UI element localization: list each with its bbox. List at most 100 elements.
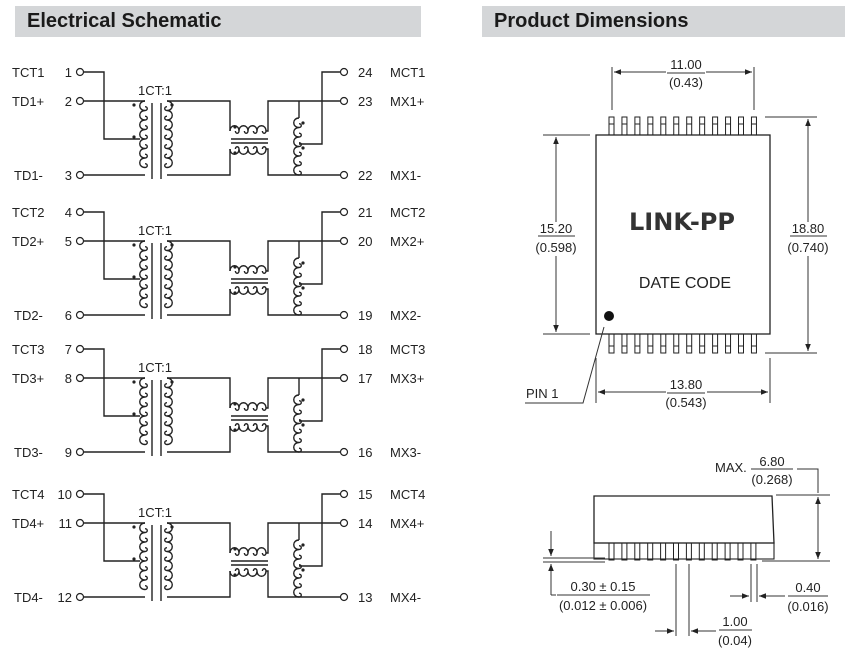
package-pin <box>725 116 732 136</box>
package-pin <box>725 333 732 354</box>
lead-width-mm: 0.40 <box>795 580 820 595</box>
package-pin <box>634 542 641 561</box>
coil-winding <box>164 377 173 446</box>
pin-terminal <box>339 67 349 77</box>
pin-name-right: MX2- <box>390 308 421 323</box>
polarity-dot <box>233 151 237 155</box>
pin-number-left: 8 <box>65 371 72 386</box>
pin1-leader <box>525 326 605 404</box>
coil-winding <box>293 257 302 316</box>
lead-span-mm: 11.00 <box>670 57 702 72</box>
choke-winding <box>229 265 267 274</box>
coil-winding <box>293 394 302 453</box>
pin-name-right: MX1- <box>390 168 421 183</box>
package-pin <box>647 116 654 136</box>
pin-number-left: 10 <box>58 487 72 502</box>
pin-name-left: TD1+ <box>12 94 44 109</box>
package-pin <box>660 333 667 354</box>
pin-name-right: MX4- <box>390 590 421 605</box>
pin-number-right: 21 <box>358 205 372 220</box>
polarity-dot <box>132 243 136 247</box>
polarity-dot <box>170 525 174 529</box>
pin1-dot <box>604 311 614 321</box>
electrical-schematic-header: Electrical Schematic <box>15 6 421 37</box>
polarity-dot <box>301 146 305 150</box>
choke-winding <box>229 125 267 134</box>
pin-name-right: MX2+ <box>390 234 424 249</box>
pin-name-right: MCT4 <box>390 487 425 502</box>
package-pin <box>673 542 679 561</box>
polarity-dot <box>233 125 237 129</box>
turns-ratio-label: 1CT:1 <box>138 83 172 98</box>
package-pin <box>712 333 719 354</box>
max-prefix: MAX. <box>715 460 747 475</box>
package-pin <box>698 542 705 561</box>
pin-terminal <box>75 170 85 180</box>
package-pin <box>647 333 654 354</box>
pin-terminal <box>75 447 85 457</box>
choke-winding <box>229 547 267 556</box>
lead-width-in: (0.016) <box>787 599 828 614</box>
pin-name-left: TCT3 <box>12 342 45 357</box>
pitch-in: (0.04) <box>718 633 752 648</box>
turns-ratio-label: 1CT:1 <box>138 360 172 375</box>
pin-number-left: 2 <box>65 94 72 109</box>
body-height-in: (0.598) <box>535 240 576 255</box>
standoff-in: (0.012 ± 0.006) <box>559 598 647 613</box>
polarity-dot <box>170 103 174 107</box>
package-pin <box>750 116 757 136</box>
package-pin <box>621 116 628 136</box>
pin-number-right: 17 <box>358 371 372 386</box>
pin-terminal <box>75 518 85 528</box>
choke-winding <box>229 146 267 155</box>
product-dimensions-header: Product Dimensions <box>482 6 845 37</box>
choke-winding <box>229 402 267 411</box>
polarity-dot <box>132 275 136 279</box>
pin-number-left: 11 <box>59 516 73 531</box>
pin-terminal <box>339 373 349 383</box>
pin-terminal <box>339 518 349 528</box>
pin-number-right: 23 <box>358 94 372 109</box>
pin-number-left: 12 <box>58 590 72 605</box>
package-pin <box>634 116 641 136</box>
polarity-dot <box>233 265 237 269</box>
pin-name-left: TCT1 <box>12 65 45 80</box>
pin-name-left: TD3+ <box>12 371 44 386</box>
pin-number-right: 18 <box>358 342 372 357</box>
coil-winding <box>293 117 302 176</box>
package-pin <box>712 116 719 136</box>
transformer-channel-4: TCT4TD4+TD4-101112151413MCT4MX4+MX4-1CT:… <box>12 487 425 605</box>
package-pin <box>621 542 628 561</box>
pin-name-left: TD4- <box>14 590 43 605</box>
polarity-dot <box>170 243 174 247</box>
pin-terminal <box>339 310 349 320</box>
pin-number-right: 19 <box>358 308 372 323</box>
package-pin <box>699 333 706 354</box>
pin-terminal <box>75 344 85 354</box>
polarity-dot <box>233 291 237 295</box>
pin-terminal <box>75 207 85 217</box>
turns-ratio-label: 1CT:1 <box>138 223 172 238</box>
polarity-dot <box>132 557 136 561</box>
pin-number-right: 22 <box>358 168 372 183</box>
date-code-label: DATE CODE <box>639 275 731 292</box>
pin-terminal <box>75 96 85 106</box>
side-body <box>593 495 775 544</box>
pin-terminal <box>75 236 85 246</box>
pin-name-left: TD4+ <box>12 516 44 531</box>
pin-number-right: 24 <box>358 65 372 80</box>
polarity-dot <box>301 568 305 572</box>
pin-terminal <box>339 96 349 106</box>
pin-name-left: TCT4 <box>12 487 45 502</box>
brand-label: LINK-PP <box>629 208 735 236</box>
package-pin <box>699 116 706 136</box>
package-pin <box>660 116 667 136</box>
pin-number-left: 1 <box>65 65 72 80</box>
choke-winding <box>229 568 267 577</box>
pin-number-left: 4 <box>65 205 72 220</box>
overall-height-in: (0.740) <box>787 240 828 255</box>
choke-winding <box>229 286 267 295</box>
body-height-mm: 15.20 <box>540 221 573 236</box>
coil-winding <box>139 100 148 169</box>
